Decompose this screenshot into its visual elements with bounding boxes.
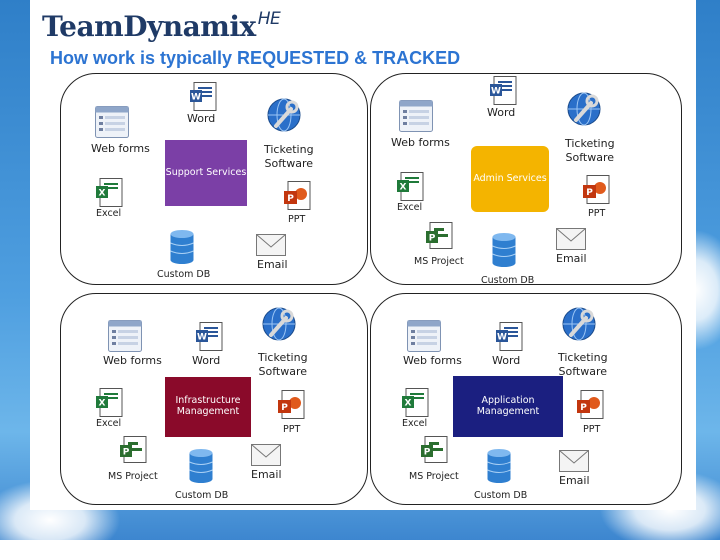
word-document-icon [490, 76, 517, 105]
label-webforms: Web forms [391, 136, 450, 149]
label-ppt: PPT [288, 214, 306, 225]
label-email: Email [559, 474, 590, 487]
label-ms-project: MS Project [414, 256, 464, 267]
label-email: Email [556, 252, 587, 265]
label-webforms: Web forms [403, 354, 462, 367]
powerpoint-icon [284, 181, 311, 210]
label-word: Word [187, 112, 216, 125]
webform-window-icon [95, 106, 129, 138]
label-webforms: Web forms [103, 354, 162, 367]
label-word: Word [492, 354, 521, 367]
excel-spreadsheet-icon [96, 388, 123, 417]
label-email: Email [257, 258, 288, 271]
label-custom-db: Custom DB [157, 269, 211, 280]
database-cylinder-icon [487, 449, 511, 484]
database-cylinder-icon [170, 230, 194, 265]
envelope-icon [559, 450, 589, 472]
wrench-globe-icon [567, 92, 602, 127]
label-webforms: Web forms [91, 142, 150, 155]
database-cylinder-icon [492, 233, 516, 268]
label-custom-db: Custom DB [175, 490, 229, 501]
wrench-globe-icon [562, 307, 597, 342]
label-ppt: PPT [588, 208, 606, 219]
wrench-globe-icon [267, 98, 302, 133]
ms-project-icon [421, 436, 448, 463]
word-document-icon [190, 82, 217, 111]
label-email: Email [251, 468, 282, 481]
envelope-icon [556, 228, 586, 250]
powerpoint-icon [278, 390, 305, 419]
excel-spreadsheet-icon [402, 388, 429, 417]
label-custom-db: Custom DB [481, 275, 535, 286]
word-document-icon [496, 322, 523, 351]
dept-support: Support Services [165, 140, 247, 206]
webform-window-icon [399, 100, 433, 132]
webform-window-icon [108, 320, 142, 352]
label-ppt: PPT [283, 424, 301, 435]
dept-admin: Admin Services [471, 146, 549, 212]
database-cylinder-icon [189, 449, 213, 484]
label-excel: Excel [402, 418, 428, 429]
page-title: How work is typically REQUESTED & TRACKE… [50, 48, 461, 68]
label-ppt: PPT [583, 424, 601, 435]
powerpoint-icon [583, 175, 610, 204]
label-excel: Excel [397, 202, 423, 213]
label-ms-project: MS Project [108, 471, 158, 482]
webform-window-icon [407, 320, 441, 352]
ms-project-icon [426, 222, 453, 249]
ms-project-icon [120, 436, 147, 463]
label-excel: Excel [96, 418, 122, 429]
envelope-icon [256, 234, 286, 256]
powerpoint-icon [577, 390, 604, 419]
label-word: Word [192, 354, 221, 367]
label-word: Word [487, 106, 516, 119]
label-ms-project: MS Project [409, 471, 459, 482]
excel-spreadsheet-icon [397, 172, 424, 201]
wrench-globe-icon [262, 307, 297, 342]
excel-spreadsheet-icon [96, 178, 123, 207]
label-custom-db: Custom DB [474, 490, 528, 501]
word-document-icon [196, 322, 223, 351]
envelope-icon [251, 444, 281, 466]
label-excel: Excel [96, 208, 122, 219]
